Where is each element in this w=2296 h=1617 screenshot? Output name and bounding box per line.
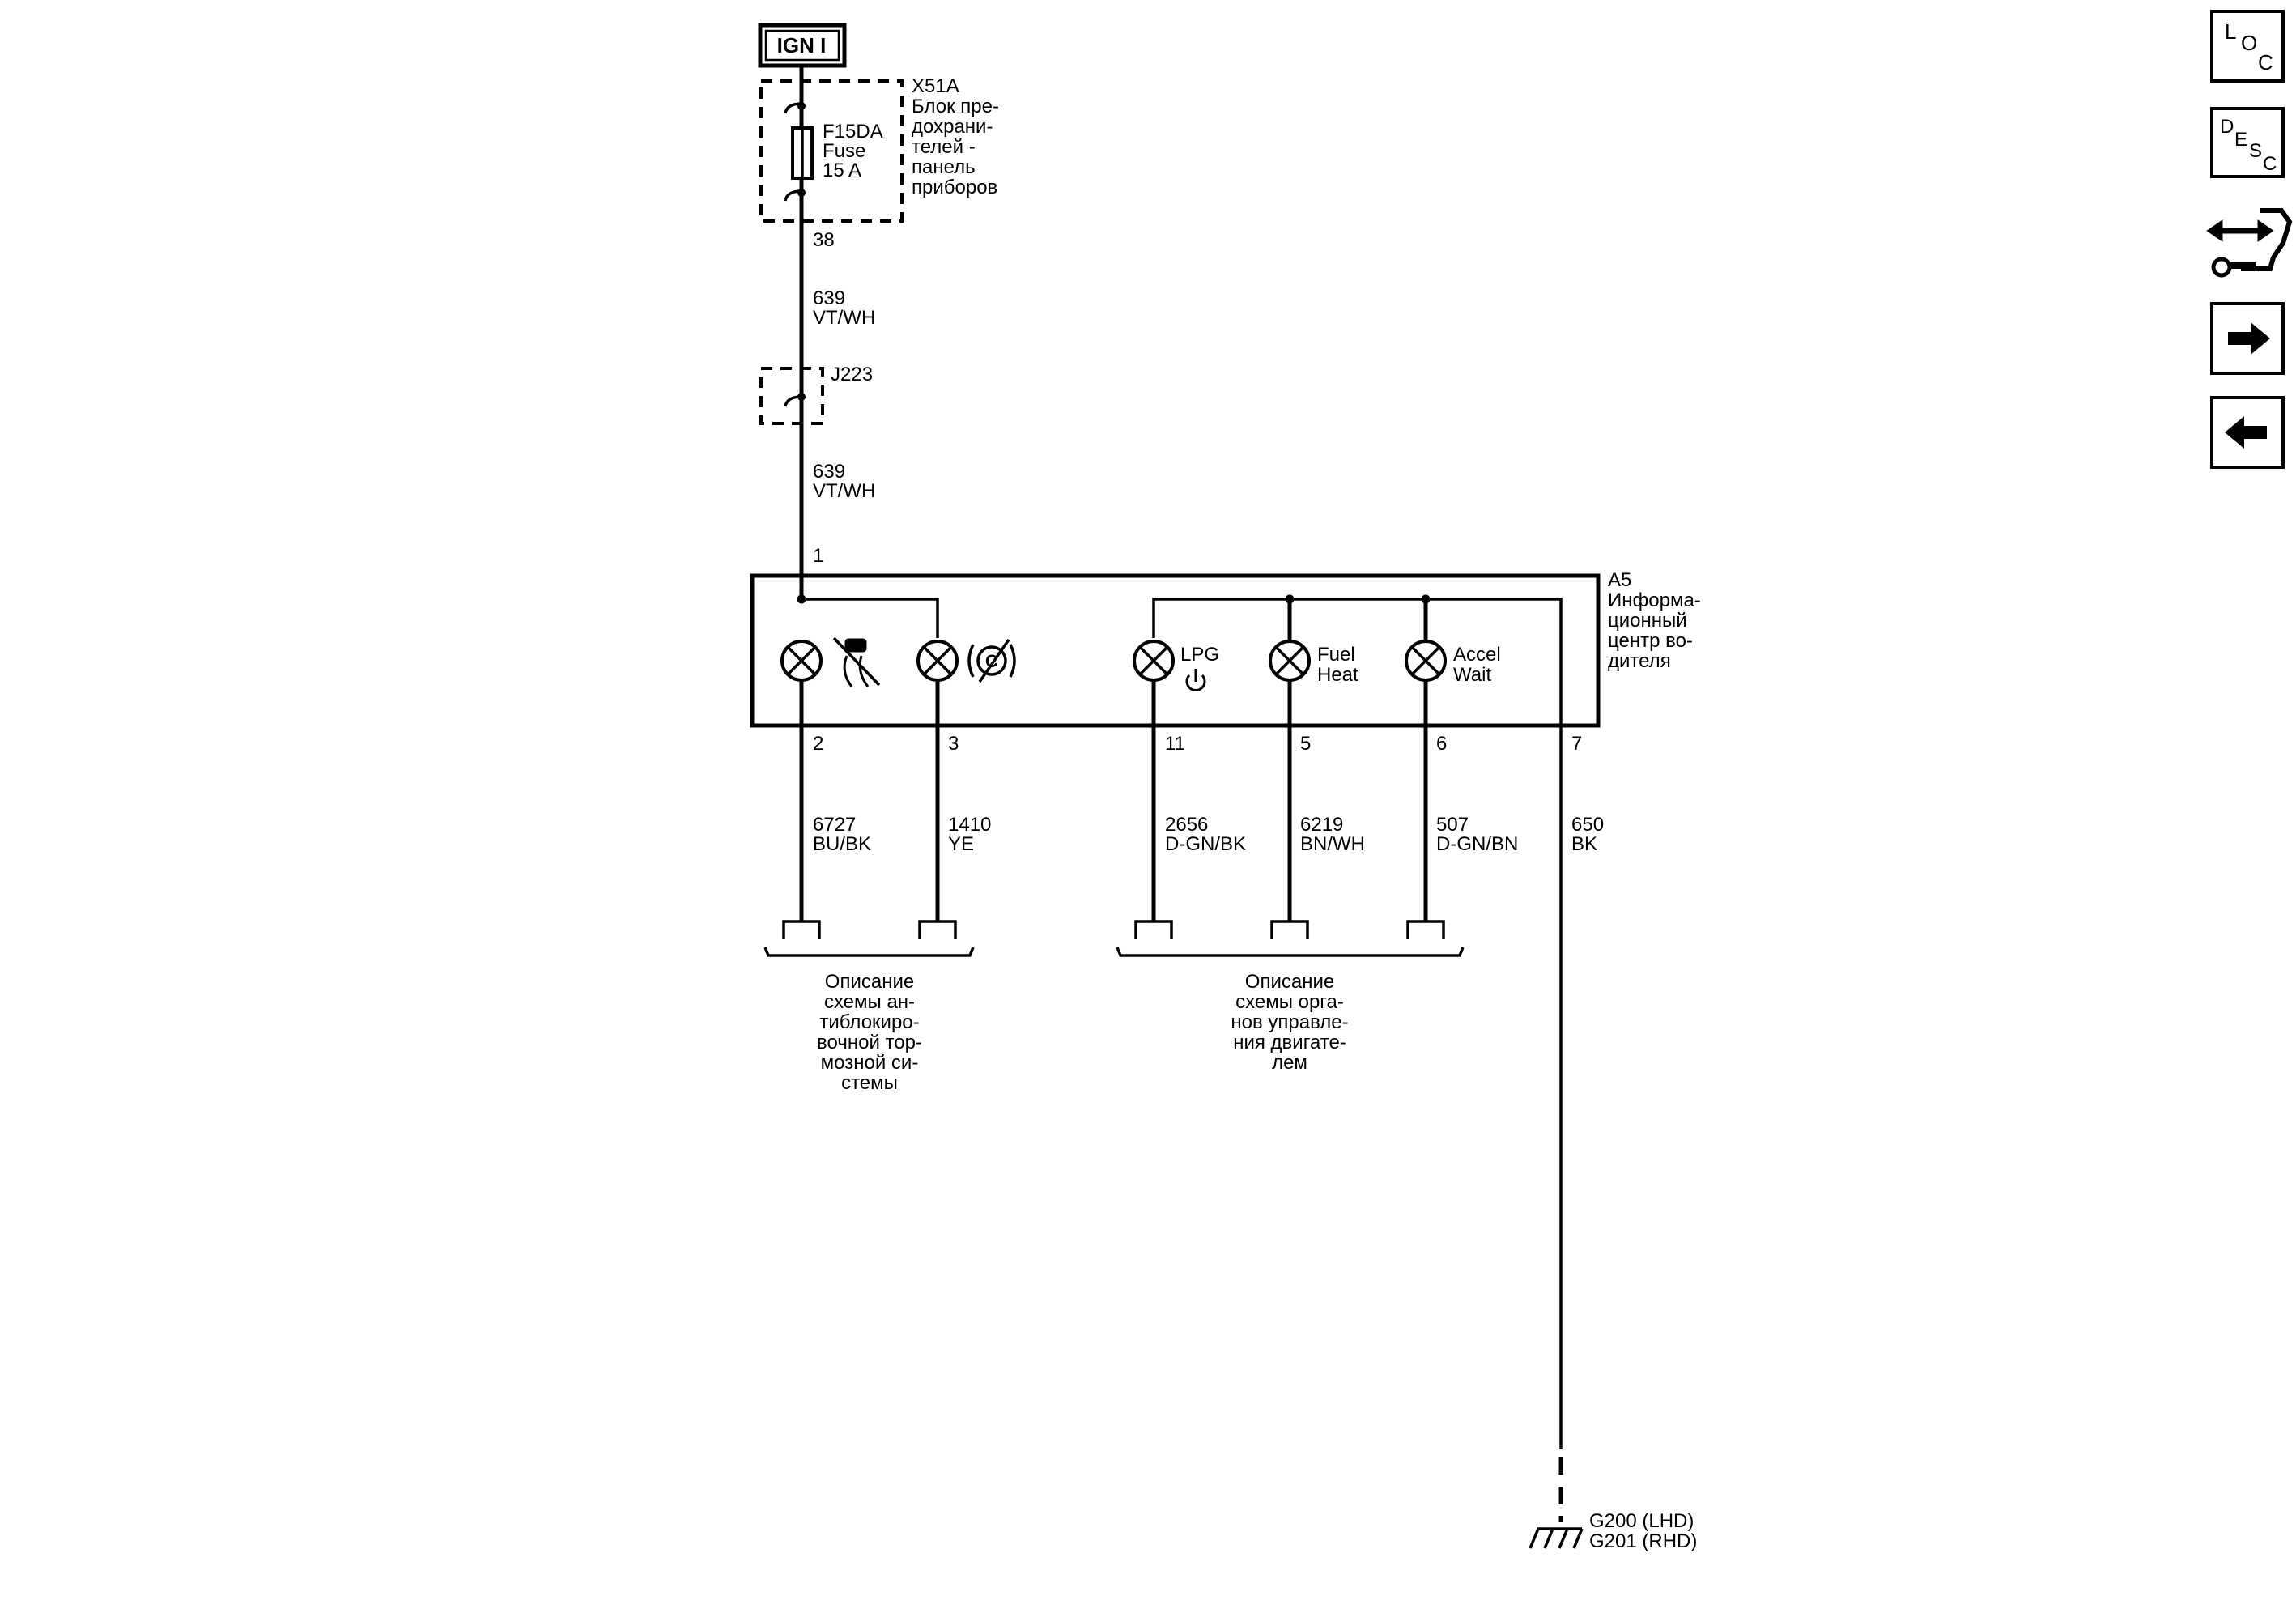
out-pin-11: 11	[1165, 733, 1185, 755]
lamp-traction-control	[780, 640, 823, 682]
svg-text:S: S	[2249, 140, 2262, 162]
back-button[interactable]	[2210, 396, 2285, 469]
traction-control-off-icon	[832, 636, 881, 687]
svg-text:D: D	[2220, 116, 2234, 138]
out-pin-6: 6	[1436, 733, 1447, 755]
description-icon: D E S C	[2220, 116, 2277, 175]
svg-text:C: C	[2263, 153, 2277, 175]
out-wire-color-1410: YE	[948, 833, 974, 855]
svg-text:схемы орга-: схемы орга-	[1235, 991, 1344, 1013]
out-pin-2: 2	[813, 733, 823, 755]
svg-text:нов управле-: нов управле-	[1231, 1011, 1348, 1033]
forward-button[interactable]	[2210, 302, 2285, 375]
fuse-block-desc-4: панель	[912, 156, 976, 178]
module-desc-1: Информа-	[1608, 589, 1701, 611]
svg-text:C: C	[985, 651, 998, 671]
out-wire-num-507: 507	[1436, 814, 1469, 836]
connector-tool-button[interactable]	[2206, 208, 2293, 278]
svg-text:E: E	[2234, 129, 2247, 151]
svg-text:лем: лем	[1272, 1052, 1307, 1074]
svg-text:L: L	[2225, 19, 2236, 44]
out-pin-5: 5	[1300, 733, 1311, 755]
ground-label-2: G201 (RHD)	[1589, 1530, 1697, 1552]
brace-abs	[763, 947, 975, 957]
fuse-block-desc-3: телей -	[912, 136, 976, 158]
parking-brake-icon: C	[967, 639, 1016, 683]
out-wire-color-6727: BU/BK	[813, 833, 871, 855]
out-wire-num-1410: 1410	[948, 814, 991, 836]
fuse-block-desc-2: дохрани-	[912, 116, 993, 138]
lamp-lpg	[1133, 640, 1175, 682]
svg-text:схемы ан-: схемы ан-	[824, 991, 915, 1013]
out-pin-3: 3	[948, 733, 959, 755]
bus-left	[801, 598, 939, 638]
bus-right	[1152, 598, 1563, 1449]
module-a5-box	[750, 573, 1601, 728]
lamp-parking-brake	[916, 640, 959, 682]
fuse-pin: 38	[813, 229, 835, 251]
out-wire-num-2656: 2656	[1165, 814, 1208, 836]
ground-icon	[1529, 1527, 1584, 1549]
ref-abs: Описание схемы ан- тиблокиро- вочной тор…	[817, 971, 922, 1094]
splice-id: J223	[831, 364, 873, 385]
back-arrow-icon	[2225, 416, 2267, 449]
svg-text:тиблокиро-: тиблокиро-	[819, 1011, 919, 1033]
svg-text:C: C	[2258, 50, 2273, 74]
fuse-line-2: Fuse	[823, 140, 865, 162]
wire-upper-color: VT/WH	[813, 307, 875, 329]
module-input-pin: 1	[813, 545, 823, 567]
out-pin-7: 7	[1571, 733, 1582, 755]
svg-text:стемы: стемы	[841, 1072, 898, 1094]
connector-stubs	[782, 920, 1445, 939]
ref-engine: Описание схемы орга- нов управле- ния дв…	[1231, 971, 1348, 1074]
fuse-block-id: X51A	[912, 75, 959, 97]
wire-lower-color: VT/WH	[813, 480, 875, 502]
description-button[interactable]: D E S C	[2210, 107, 2285, 178]
brace-engine	[1116, 947, 1465, 957]
wire-upper-num: 639	[813, 287, 845, 309]
location-button[interactable]: L O C	[2210, 10, 2285, 83]
lamp-fuel-heat	[1269, 640, 1311, 682]
svg-text:Описание: Описание	[1245, 971, 1334, 993]
ign-power-source: IGN I	[758, 23, 847, 68]
out-wire-num-650: 650	[1571, 814, 1604, 836]
fuse-block-desc-1: Блок пре-	[912, 96, 999, 117]
connector-tool-icon	[2206, 208, 2293, 278]
out-wire-color-6219: BN/WH	[1300, 833, 1365, 855]
module-id: A5	[1608, 569, 1631, 591]
out-wire-num-6219: 6219	[1300, 814, 1343, 836]
lamp-accel-label-1: Accel	[1453, 644, 1501, 666]
out-wire-color-2656: D-GN/BK	[1165, 833, 1246, 855]
lamp-accel-wait	[1405, 640, 1447, 682]
fuse-line-3: 15 A	[823, 160, 861, 181]
module-desc-2: ционный	[1608, 610, 1687, 632]
module-desc-4: дителя	[1608, 650, 1671, 672]
svg-text:O: O	[2241, 31, 2257, 55]
svg-text:вочной тор-: вочной тор-	[817, 1032, 922, 1053]
ground-label-1: G200 (LHD)	[1589, 1510, 1694, 1532]
forward-arrow-icon	[2228, 322, 2270, 355]
lamp-lpg-label: LPG	[1180, 644, 1219, 666]
splice-j223	[759, 367, 824, 425]
svg-text:Описание: Описание	[825, 971, 914, 993]
lamp-fuel-label-1: Fuel	[1317, 644, 1355, 666]
module-desc-3: центр во-	[1608, 630, 1693, 652]
ign-label: IGN I	[777, 33, 827, 57]
svg-text:ния двигате-: ния двигате-	[1233, 1032, 1346, 1053]
wire-lower-num: 639	[813, 461, 845, 483]
fuse-block-x51a	[759, 79, 904, 223]
svg-text:мозной си-: мозной си-	[821, 1052, 919, 1074]
lamp-accel-label-2: Wait	[1453, 664, 1491, 686]
out-wire-color-507: D-GN/BN	[1436, 833, 1518, 855]
out-wire-num-6727: 6727	[813, 814, 856, 836]
lamp-fuel-label-2: Heat	[1317, 664, 1358, 686]
power-icon	[1185, 669, 1206, 691]
out-wire-color-650: BK	[1571, 833, 1597, 855]
location-icon: L O C	[2225, 19, 2273, 74]
fuse-line-1: F15DA	[823, 121, 883, 143]
fuse-block-desc-5: приборов	[912, 177, 997, 198]
